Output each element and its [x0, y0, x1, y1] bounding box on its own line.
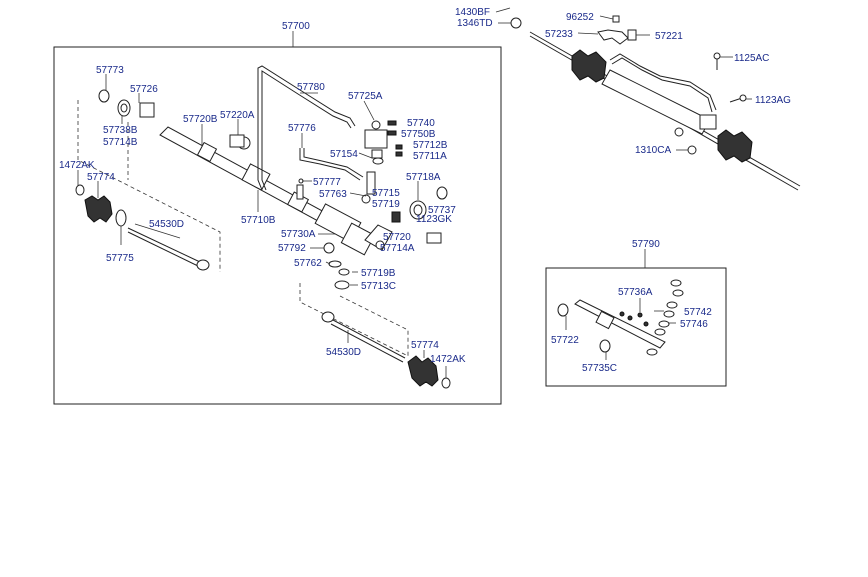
tie-rod-right	[321, 311, 406, 363]
label-57776: 57776	[288, 123, 316, 134]
label-57750B: 57750B	[401, 129, 436, 140]
label-57714A: 57714A	[380, 243, 415, 254]
label-1346TD: 1346TD	[457, 18, 493, 29]
label-57738B: 57738B	[103, 125, 138, 136]
label-57777: 57777	[313, 177, 341, 188]
label-54530D-right: 54530D	[326, 347, 361, 358]
assembly-frame	[53, 46, 502, 405]
label-57726: 57726	[130, 84, 158, 95]
label-54530D-left: 54530D	[149, 219, 184, 230]
tie-rod-left	[127, 227, 210, 271]
label-57233: 57233	[545, 29, 573, 40]
label-57746: 57746	[680, 319, 708, 330]
boot-left	[84, 195, 113, 223]
pressure-pipes	[257, 65, 364, 191]
label-57714B: 57714B	[103, 137, 138, 148]
label-57718A: 57718A	[406, 172, 441, 183]
label-57720B: 57720B	[183, 114, 218, 125]
leader-lines	[77, 7, 752, 378]
label-1430BF: 1430BF	[455, 7, 490, 18]
label-57713C: 57713C	[361, 281, 396, 292]
label-1472AK-right: 1472AK	[430, 354, 466, 365]
label-57221: 57221	[655, 31, 683, 42]
label-57773: 57773	[96, 65, 124, 76]
label-57722: 57722	[551, 335, 579, 346]
kit-frame	[545, 267, 727, 387]
label-57700: 57700	[282, 21, 310, 32]
label-1125AC: 1125AC	[734, 53, 769, 64]
label-57715: 57715	[372, 188, 400, 199]
rack-housing	[159, 126, 393, 256]
label-57719: 57719	[372, 199, 400, 210]
label-1472AK-left: 1472AK	[59, 160, 95, 171]
label-57780: 57780	[297, 82, 325, 93]
label-57790: 57790	[632, 239, 660, 250]
label-57774-left: 57774	[87, 172, 115, 183]
rack-assembly-overview	[529, 31, 801, 191]
label-1310CA: 1310CA	[635, 145, 671, 156]
label-57720: 57720	[383, 232, 411, 243]
label-57774-right: 57774	[411, 340, 439, 351]
valve-body	[364, 129, 388, 149]
label-57736A: 57736A	[618, 287, 653, 298]
label-57730A: 57730A	[281, 229, 316, 240]
label-57762: 57762	[294, 258, 322, 269]
label-57712B: 57712B	[413, 140, 448, 151]
ring-57773	[98, 89, 110, 103]
label-57710B: 57710B	[241, 215, 276, 226]
bush-57726	[139, 102, 155, 118]
callout-labels: 57700 57790 57773 57726 57738B 57714B 57…	[59, 7, 791, 374]
kit-parts	[557, 279, 684, 356]
label-57220A: 57220A	[220, 110, 255, 121]
label-57735C: 57735C	[582, 363, 617, 374]
label-57742: 57742	[684, 307, 712, 318]
label-1123GK: 1123GK	[416, 214, 452, 225]
label-57740: 57740	[407, 118, 435, 129]
label-1123AG: 1123AG	[755, 95, 791, 106]
label-57719B: 57719B	[361, 268, 396, 279]
label-57725A: 57725A	[348, 91, 383, 102]
label-57763: 57763	[319, 189, 347, 200]
boot-right	[407, 355, 439, 387]
label-57154: 57154	[330, 149, 358, 160]
label-96252: 96252	[566, 12, 594, 23]
label-57711A: 57711A	[413, 151, 447, 162]
label-57792: 57792	[278, 243, 306, 254]
label-57737: 57737	[428, 205, 456, 216]
label-57775: 57775	[106, 253, 134, 264]
